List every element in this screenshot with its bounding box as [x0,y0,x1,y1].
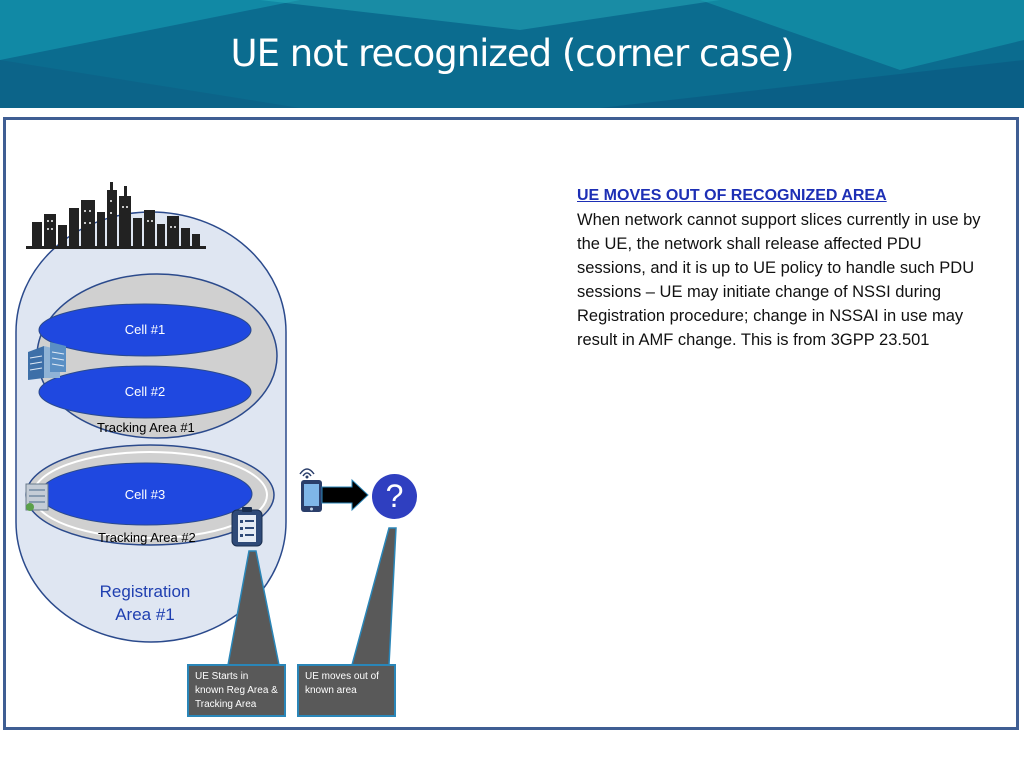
office-building-icon [28,342,66,380]
cell-1-label: Cell #1 [124,322,166,337]
clipboard-list-icon [231,507,263,547]
smartphone-icon [299,468,322,512]
callout-ue-moves: UE moves out of known area [297,664,396,717]
cell-2-shape [38,365,252,419]
cell-3-label: Cell #3 [124,487,166,502]
server-building-icon [25,483,49,511]
question-mark-icon: ? [372,474,417,519]
slide-title: UE not recognized (corner case) [230,32,794,75]
cell-2-label: Cell #2 [124,384,166,399]
slide-header: UE not recognized (corner case) [0,0,1024,108]
arrow-right-icon [321,478,369,512]
description-block: UE MOVES OUT OF RECOGNIZED AREA When net… [577,184,987,352]
cell-1-shape [38,303,252,357]
header-decoration [0,0,1024,108]
registration-area-label-line1: Registration [99,582,191,601]
description-body: When network cannot support slices curre… [577,211,981,349]
tracking-area-1-label: Tracking Area #1 [97,420,195,435]
callout-moves-pointer [351,527,397,666]
tracking-area-2-label: Tracking Area #2 [98,530,196,545]
registration-area-label: Registration Area #1 [80,580,210,626]
description-heading: UE MOVES OUT OF RECOGNIZED AREA [577,187,887,204]
registration-area-label-line2: Area #1 [115,605,175,624]
callout-ue-starts: UE Starts in known Reg Area & Tracking A… [187,664,286,717]
